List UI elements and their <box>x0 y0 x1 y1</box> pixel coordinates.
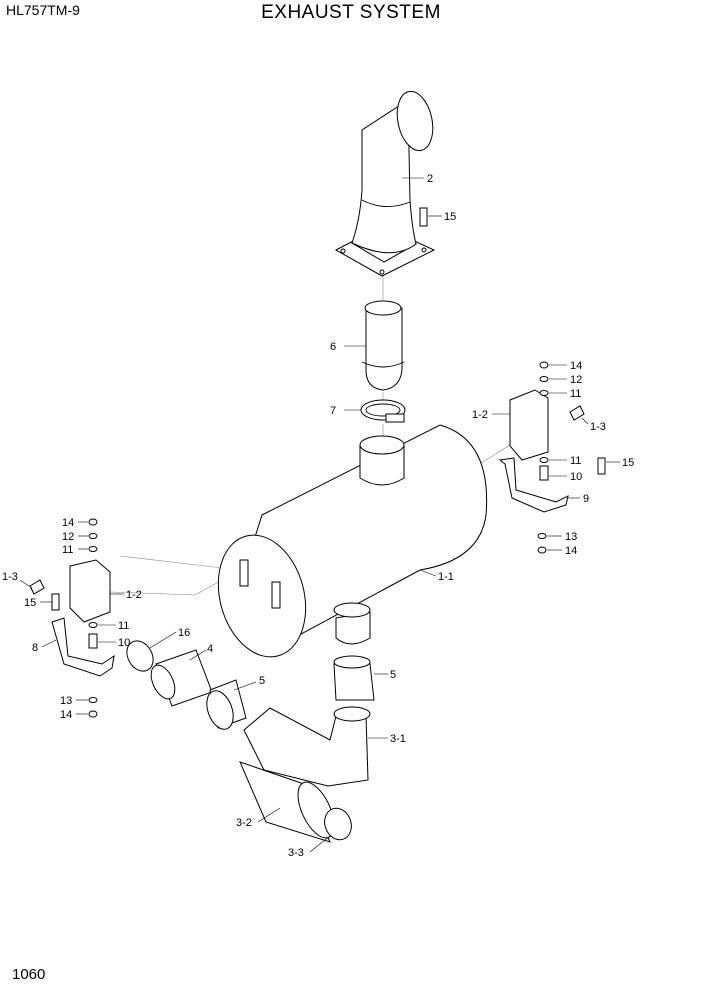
callout-4: 4 <box>207 643 213 655</box>
callout-14: 14 <box>62 517 74 529</box>
callout-11: 11 <box>118 620 129 632</box>
callout-5: 5 <box>390 669 396 681</box>
clamp-part-7 <box>360 399 406 423</box>
callout-13: 13 <box>60 695 72 707</box>
callout-13: 13 <box>565 531 577 543</box>
callout-3-2: 3-2 <box>236 817 252 829</box>
page-title: EXHAUST SYSTEM <box>261 2 441 23</box>
callout-10: 10 <box>118 637 130 649</box>
callout-14: 14 <box>570 360 582 372</box>
callout-11: 11 <box>62 544 73 556</box>
callout-12: 12 <box>570 374 582 386</box>
callout-11: 11 <box>570 455 581 467</box>
callout-9: 9 <box>583 493 589 505</box>
callout-1-3: 1-3 <box>2 571 18 583</box>
callout-3-1: 3-1 <box>390 733 406 745</box>
callout-1-1: 1-1 <box>438 571 454 583</box>
callout-15: 15 <box>24 597 36 609</box>
callout-6: 6 <box>330 341 336 353</box>
pipe-part-6 <box>361 300 405 391</box>
exhaust-stack-part-2 <box>334 90 436 277</box>
callout-2: 2 <box>427 173 433 185</box>
right-bracket-assembly <box>419 207 606 554</box>
callout-8: 8 <box>32 642 38 654</box>
callout-15: 15 <box>622 457 634 469</box>
left-bracket-assembly <box>29 518 115 718</box>
callout-16: 16 <box>178 627 190 639</box>
muffler-part-1-1 <box>217 424 488 658</box>
callout-3-3: 3-3 <box>288 847 304 859</box>
leader-lines <box>19 177 620 853</box>
model-number: HL757TM-9 <box>6 2 80 18</box>
callout-7: 7 <box>330 405 336 417</box>
guide-line <box>109 591 196 596</box>
callout-14: 14 <box>565 545 577 557</box>
callout-15: 15 <box>444 211 456 223</box>
lower-pipe-group <box>126 640 375 843</box>
callout-1-3: 1-3 <box>590 421 606 433</box>
callout-5: 5 <box>259 675 265 687</box>
page-number: 1060 <box>12 966 46 983</box>
callout-11: 11 <box>570 388 581 400</box>
callout-12: 12 <box>62 531 74 543</box>
callout-10: 10 <box>570 471 582 483</box>
callout-14: 14 <box>60 709 72 721</box>
callout-1-2: 1-2 <box>472 409 488 421</box>
callout-1-2: 1-2 <box>126 589 142 601</box>
